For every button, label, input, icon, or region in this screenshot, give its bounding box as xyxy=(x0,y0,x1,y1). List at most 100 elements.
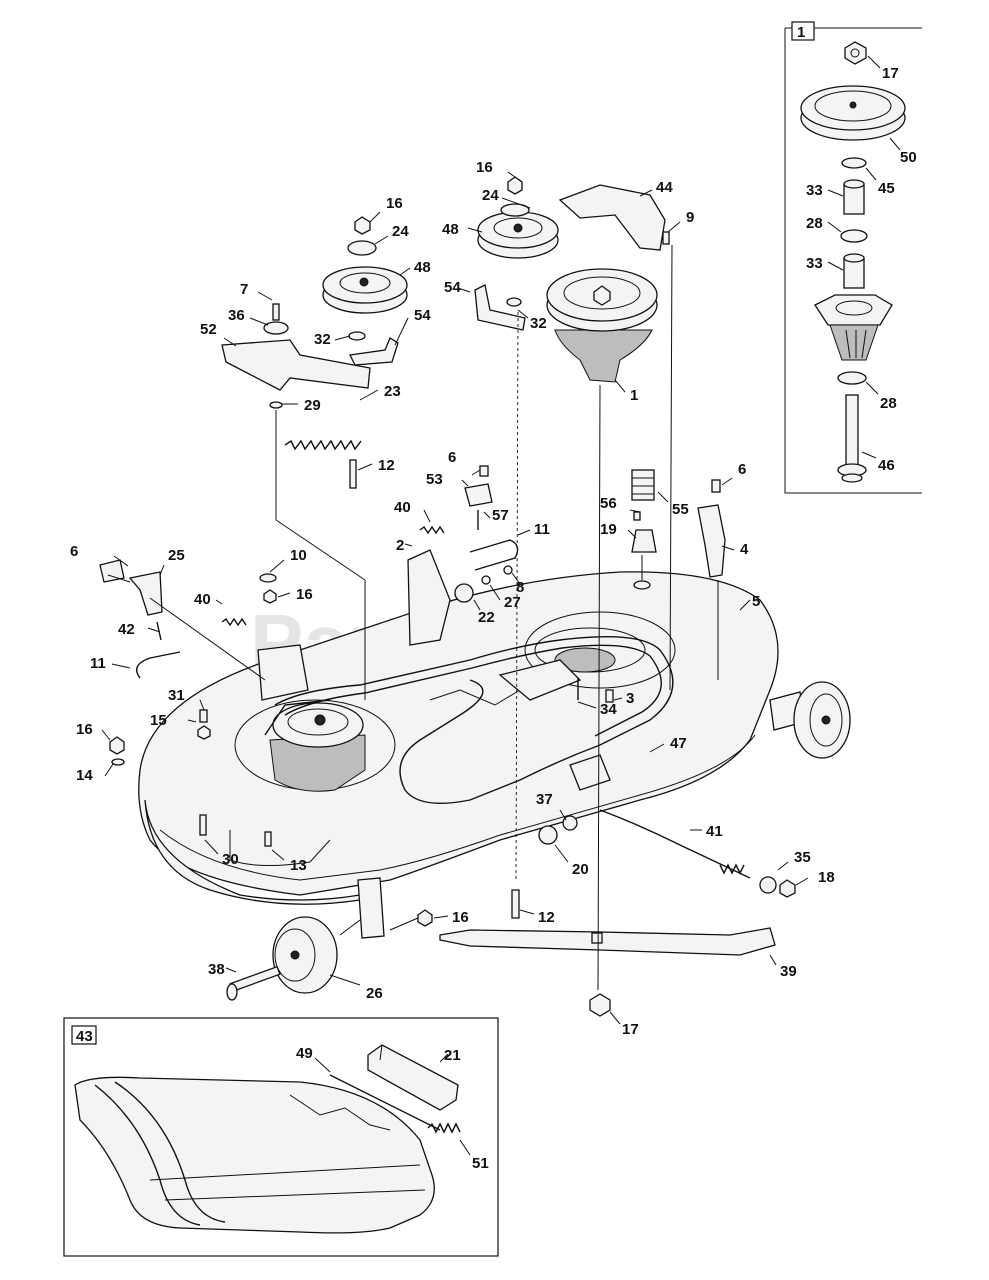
bracket-54-left-icon xyxy=(349,337,399,366)
alignment-line-spindle xyxy=(597,384,601,991)
nut-17-blade-icon xyxy=(589,993,611,1017)
washer-29-icon xyxy=(269,401,283,409)
bushing-37-icon xyxy=(562,815,578,831)
bracket-25-icon xyxy=(128,571,163,616)
callout-12a: 12 xyxy=(378,457,395,474)
callout-51: 51 xyxy=(472,1155,489,1172)
idler-arm-52-icon xyxy=(221,339,371,391)
callout-52: 52 xyxy=(200,321,217,338)
callout-3: 3 xyxy=(626,690,634,707)
belt-cover-44-icon xyxy=(558,184,666,251)
callout-42: 42 xyxy=(118,621,135,638)
callout-53: 53 xyxy=(426,471,443,488)
callout-6c: 6 xyxy=(70,543,78,560)
bolt-6-right-icon xyxy=(711,479,721,493)
wheel-26-icon xyxy=(272,916,338,994)
deck-pulley-left-icon xyxy=(264,699,366,792)
rod-11-top-icon xyxy=(469,539,519,571)
spring-55-icon xyxy=(631,469,655,501)
callout-40a: 40 xyxy=(394,499,411,516)
callout-50: 50 xyxy=(900,149,917,166)
bolt-13-icon xyxy=(264,831,272,847)
wheel-right-icon xyxy=(793,681,851,759)
bolt-31-icon xyxy=(199,709,208,723)
callout-34: 34 xyxy=(600,701,617,718)
bearing-28-icon xyxy=(837,371,867,385)
callout-37: 37 xyxy=(536,791,553,808)
plate-53-icon xyxy=(464,483,493,507)
callout-13: 13 xyxy=(290,857,307,874)
bolt-6-left-icon xyxy=(99,559,125,583)
callout-17b: 17 xyxy=(622,1021,639,1038)
callout-54b: 54 xyxy=(444,279,461,296)
callout-45: 45 xyxy=(878,180,895,197)
bracket-4-icon xyxy=(697,504,726,578)
callout-24b: 24 xyxy=(482,187,499,204)
spindle-box-number: 1 xyxy=(797,24,805,41)
deflector-shield-icon xyxy=(74,1076,435,1234)
callout-46: 46 xyxy=(878,457,895,474)
callout-18: 18 xyxy=(818,869,835,886)
nut-16-left-icon xyxy=(354,216,371,235)
callout-6b: 6 xyxy=(738,461,746,478)
spring-51-icon xyxy=(427,1122,461,1134)
hanger-bracket-10-icon xyxy=(257,644,309,701)
nut-17-icon xyxy=(844,41,867,65)
callout-55: 55 xyxy=(672,501,689,518)
screw-9-icon xyxy=(662,231,670,245)
callout-54a: 54 xyxy=(414,307,431,324)
spindle-pulley-1-icon xyxy=(546,268,658,383)
bolt-12-bottom-icon xyxy=(511,889,520,919)
spring-40-top-icon xyxy=(419,525,445,535)
rod-11-left-icon xyxy=(136,651,181,679)
alignment-line-idler xyxy=(515,311,519,881)
callout-44: 44 xyxy=(656,179,673,196)
callout-16d: 16 xyxy=(76,721,93,738)
nut-16-wheel-icon xyxy=(417,909,433,927)
washer-27-icon xyxy=(481,575,491,585)
callout-33: 33 xyxy=(806,182,823,199)
callout-49: 49 xyxy=(296,1045,313,1062)
deck-pulley-right-icon xyxy=(534,627,646,673)
callout-14: 14 xyxy=(76,767,93,784)
mower-deck-icon xyxy=(138,571,805,939)
knob-22-icon xyxy=(454,583,474,603)
callout-29: 29 xyxy=(304,397,321,414)
washer-28-icon xyxy=(840,229,868,243)
callout-4: 4 xyxy=(740,541,749,558)
axle-bolt-38-icon xyxy=(226,965,281,1001)
callout-48a: 48 xyxy=(414,259,431,276)
callout-16e: 16 xyxy=(452,909,469,926)
callout-26: 26 xyxy=(366,985,383,1002)
callout-31: 31 xyxy=(168,687,185,704)
screw-56-icon xyxy=(633,511,641,521)
cable-41-icon xyxy=(599,809,751,879)
hinge-bracket-21-icon xyxy=(367,1044,459,1111)
pulley-50-icon xyxy=(800,85,906,141)
callout-39: 39 xyxy=(780,963,797,980)
spring-40-left-icon xyxy=(221,617,247,627)
nut-16-deck-icon xyxy=(109,736,125,755)
callout-11a: 11 xyxy=(534,521,550,538)
washer-14-icon xyxy=(111,758,125,766)
callout-2: 2 xyxy=(396,537,404,554)
callout-25: 25 xyxy=(168,547,185,564)
callout-1: 1 xyxy=(630,387,638,404)
leader-lines xyxy=(101,55,901,1156)
washer-32-left-icon xyxy=(348,331,366,341)
bracket-37-icon xyxy=(569,754,611,791)
callout-27: 27 xyxy=(504,594,521,611)
callout-32b: 32 xyxy=(530,315,547,332)
callout-32a: 32 xyxy=(314,331,331,348)
bushing-33b-icon xyxy=(843,253,865,289)
callout-12b: 12 xyxy=(538,909,555,926)
bolt-12-top-icon xyxy=(349,459,357,489)
callout-22: 22 xyxy=(478,609,495,626)
bearing-24-left-icon xyxy=(347,240,377,256)
callout-16a: 16 xyxy=(386,195,403,212)
pin-42-icon xyxy=(156,621,162,641)
deflector-box-number: 43 xyxy=(76,1028,93,1045)
callout-36: 36 xyxy=(228,307,245,324)
callout-20: 20 xyxy=(572,861,589,878)
